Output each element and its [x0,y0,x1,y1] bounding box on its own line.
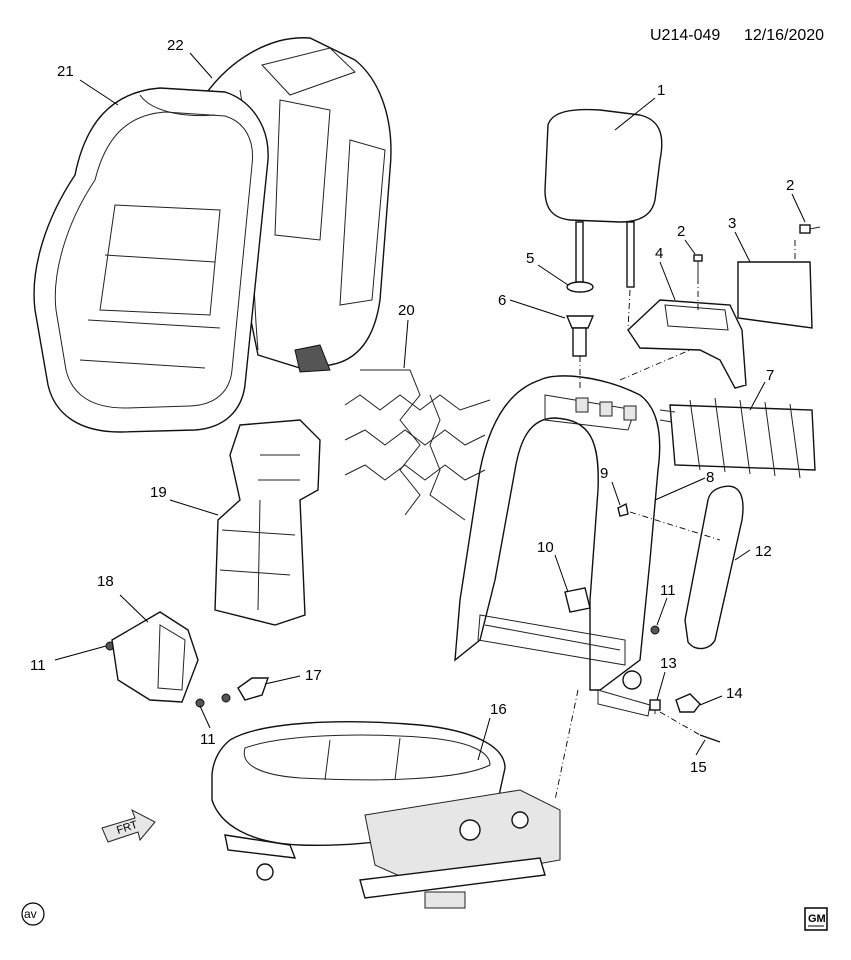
recliner-lever [675,693,701,713]
side-bolster-cover [684,485,744,650]
callout-15: 15 [690,759,707,776]
callout-4: 4 [655,245,663,262]
gm-logo: GM [804,907,828,931]
side-bracket [237,677,269,701]
callout-8: 8 [706,469,714,486]
callout-19: 19 [150,484,167,501]
suspension-spring-mat [344,369,491,521]
headrest-bracket [627,299,747,389]
fastener-lower-2 [221,693,231,703]
callout-21: 21 [57,63,74,80]
diagram-date: 12/16/2020 [744,27,824,44]
headrest-guide [565,315,595,357]
diagram-code: U214-049 [650,27,720,44]
callout-11-right: 11 [660,582,676,599]
seatback-pad [214,419,321,626]
recliner-bolt [649,699,661,714]
gm-logo-text: GM [808,913,826,925]
callout-11-left: 11 [30,657,46,674]
callout-17: 17 [305,667,322,684]
fastener-right [650,625,660,635]
bolt-small [693,254,703,278]
headrest [544,108,663,288]
outer-trim-cover [111,611,199,703]
lever-pin [699,734,721,743]
seatback-frame [454,375,661,717]
callout-5: 5 [526,250,534,267]
callout-2-left: 2 [677,223,685,240]
callout-1: 1 [657,82,665,99]
callout-3: 3 [728,215,736,232]
callout-10: 10 [537,539,554,556]
guide-washer [566,281,594,293]
frame-retainer [564,587,591,613]
callout-18: 18 [97,573,114,590]
callout-11-lower: 11 [200,731,216,748]
lumbar-pad [737,261,813,329]
fastener-lower [195,698,205,708]
callout-20: 20 [398,302,415,319]
callout-12: 12 [755,543,772,560]
front-direction-arrow: FRT [101,808,156,843]
callout-2: 2 [786,177,794,194]
callout-16: 16 [490,701,507,718]
frame-clip [617,502,629,517]
callout-6: 6 [498,292,506,309]
bolt-small-2 [799,224,821,234]
callout-22: 22 [167,37,184,54]
av-badge-text: av [24,907,37,921]
callout-14: 14 [726,685,743,702]
seatback-cushion-trim [33,87,269,433]
callout-9: 9 [600,465,608,482]
callout-13: 13 [660,655,677,672]
lumbar-support [659,397,816,479]
seat-cushion-assembly [211,721,561,909]
callout-7: 7 [766,367,774,384]
av-badge: av [21,902,45,926]
